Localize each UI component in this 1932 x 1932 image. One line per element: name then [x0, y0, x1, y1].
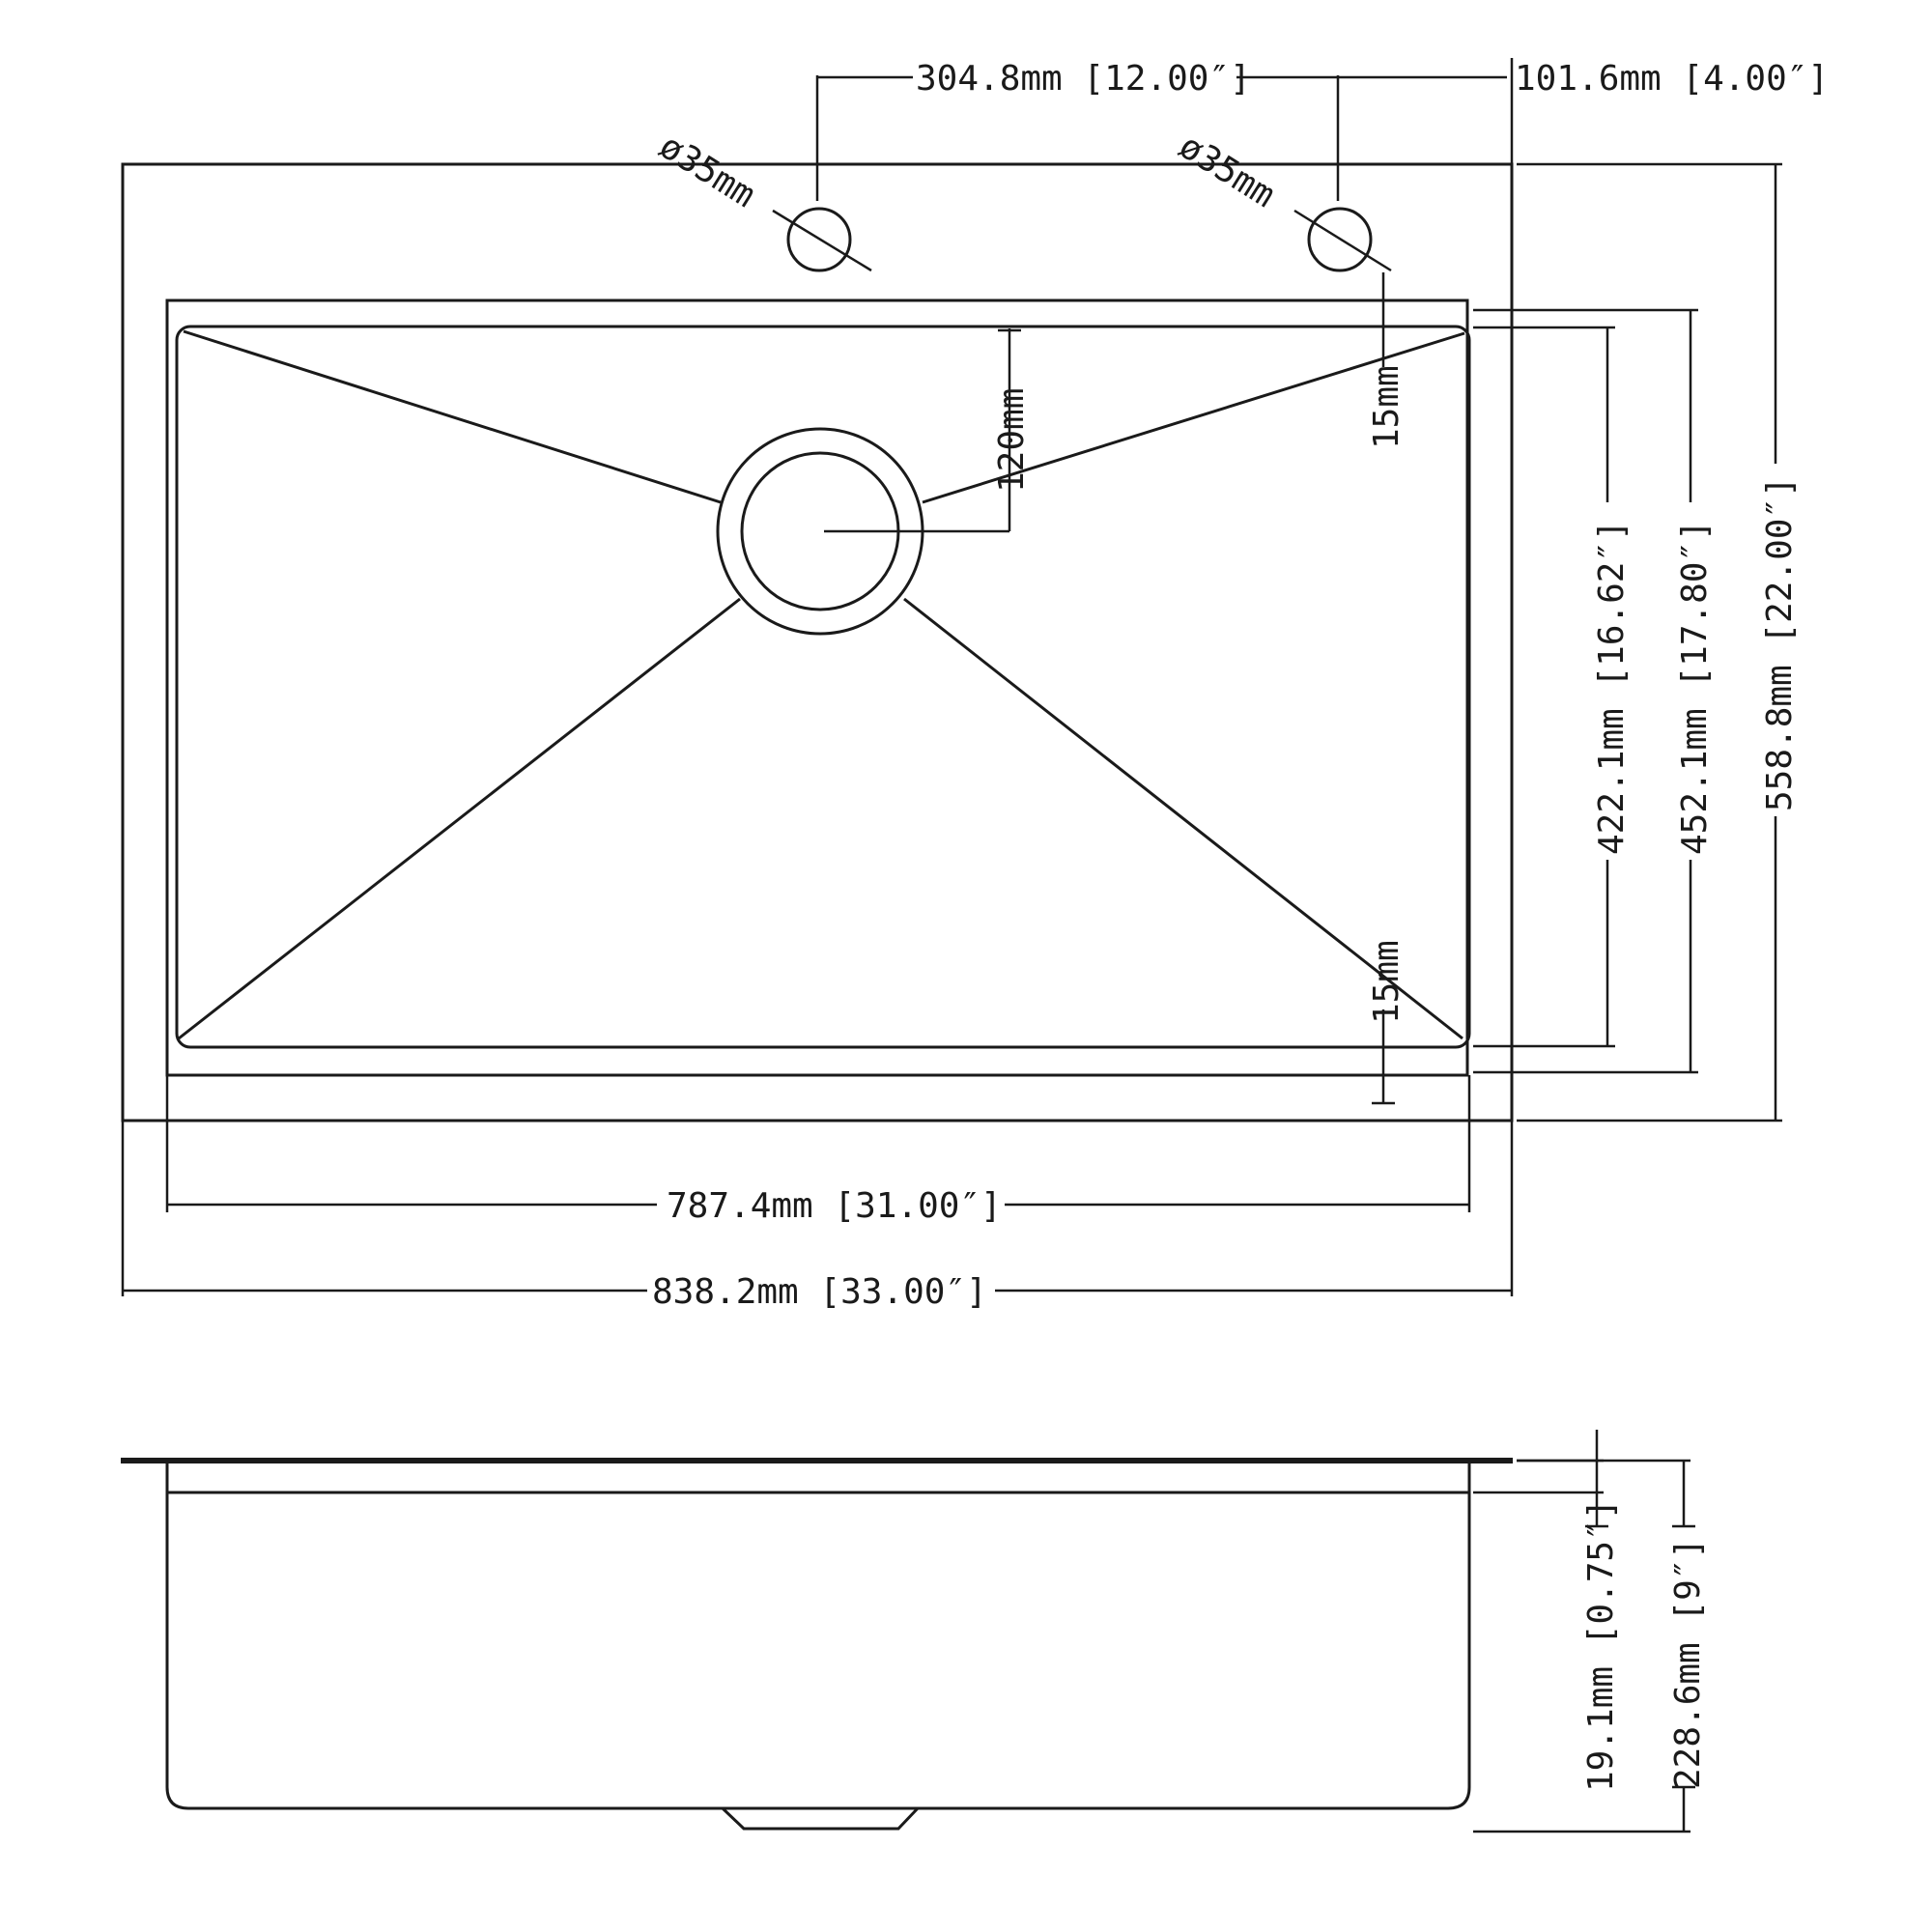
faucet-hole-left-label: ø35mm	[652, 127, 762, 215]
rim-height-label: 19.1mm [0.75″]	[1581, 1499, 1621, 1792]
drain-radius-label: 120mm	[992, 388, 1032, 493]
bowl-height-label: 228.6mm [9″]	[1668, 1538, 1708, 1789]
drain-radius-dimension	[824, 328, 1021, 533]
overall-width-label: 838.2mm [33.00″]	[652, 1272, 987, 1312]
overall-depth-label: 558.8mm [22.00″]	[1760, 476, 1800, 811]
faucet-hole-left	[786, 207, 852, 272]
top-view: ø35mm ø35mm 304.8mm [12.00″] 101.6mm [4.…	[121, 58, 1829, 1312]
side-view: 19.1mm [0.75″] 228.6mm [9″]	[121, 1430, 1708, 1833]
sink-rim-outline	[165, 298, 1469, 1077]
depth-extension-lines	[1473, 162, 1782, 1122]
faucet-hole-right-label: ø35mm	[1172, 127, 1282, 215]
rim-bottom-label: 15mm	[1367, 940, 1406, 1024]
sink-outer-outline	[121, 162, 1514, 1122]
rim-offset-dimension	[1372, 272, 1395, 1105]
width-dimensions	[121, 1075, 1514, 1296]
hole-spacing-dimension	[815, 58, 1514, 201]
hole-offset-label: 101.6mm [4.00″]	[1515, 59, 1829, 99]
rim-top-label: 15mm	[1367, 365, 1406, 449]
drain-stub	[721, 1806, 920, 1831]
bowl-width-label: 787.4mm [31.00″]	[667, 1186, 1002, 1226]
side-dimension-lines	[1473, 1430, 1695, 1833]
inner-depth-label: 452.1mm [17.80″]	[1675, 520, 1715, 855]
sink-bowl-side-outline	[165, 1492, 1471, 1810]
hole-spacing-label: 304.8mm [12.00″]	[916, 59, 1251, 99]
bowl-depth-label: 422.1mm [16.62″]	[1592, 520, 1632, 855]
faucet-hole-right	[1307, 207, 1373, 272]
bowl-slope-lines	[178, 329, 1465, 1040]
sink-bowl-outline	[175, 325, 1471, 1049]
